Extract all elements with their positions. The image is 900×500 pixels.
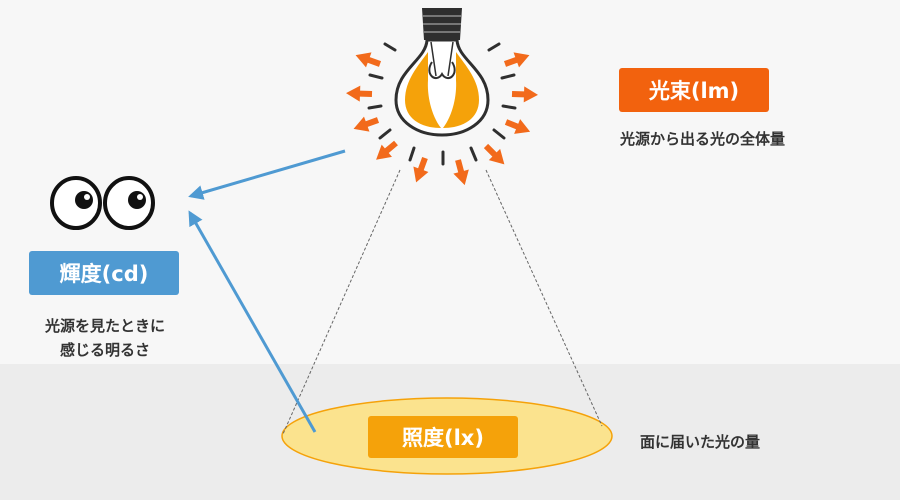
flux-arrow (353, 116, 380, 132)
flux-arrow (511, 86, 538, 103)
luminous-flux-arrows (346, 52, 538, 186)
lux-description: 面に届いた光の量 (640, 433, 761, 451)
candela-badge: 輝度(cd) (29, 251, 179, 295)
flux-arrow (483, 143, 505, 165)
sight-arrow-from-bulb (188, 149, 346, 200)
light-cone-right-edge (485, 169, 603, 427)
flux-arrow (503, 52, 530, 68)
candela-description-line2: 感じる明るさ (59, 341, 150, 359)
light-cone-left-edge (282, 169, 401, 435)
bulb-glow-ticks (367, 42, 517, 166)
lumen-badge: 光束(lm) (619, 68, 769, 112)
flux-arrow (346, 85, 373, 102)
lux-badge: 照度(lx) (368, 416, 518, 458)
flux-arrow (413, 156, 429, 183)
lumen-description: 光源から出る光の全体量 (620, 130, 786, 148)
flux-arrow (376, 140, 398, 160)
candela-description-line1: 光源を見たときに (44, 317, 165, 335)
sight-arrow-from-floor (188, 210, 317, 433)
flux-arrow (504, 119, 531, 134)
eyes-icon (50, 176, 155, 230)
candela-description: 光源を見たときに 感じる明るさ (0, 314, 210, 362)
flux-arrow (453, 159, 469, 186)
flux-arrow (355, 52, 382, 68)
light-bulb-icon (394, 8, 490, 137)
